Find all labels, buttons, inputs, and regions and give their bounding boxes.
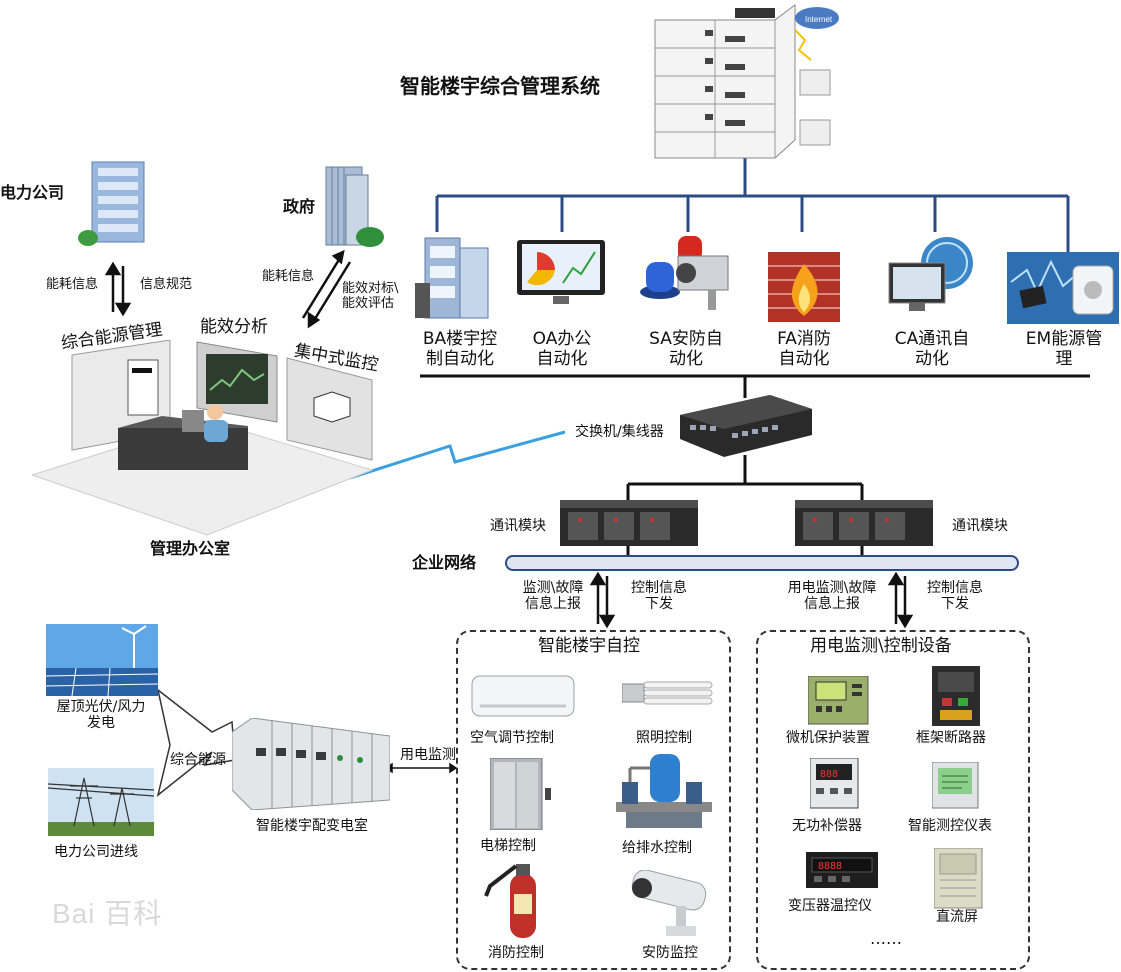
substation-label: 智能楼宇配变电室: [256, 818, 368, 834]
right-down-label: 控制信息下发: [927, 580, 983, 613]
switch-hub-icon: [680, 395, 812, 457]
svg-text:8888: 8888: [818, 861, 842, 872]
automation-item-lighting: 照明控制: [636, 730, 692, 746]
office-room-illustration: [32, 340, 374, 536]
energy-info-label-2: 能耗信息: [262, 269, 315, 284]
monitor-more-ellipsis: ……: [870, 929, 902, 948]
ca-comm-monitor-icon: [888, 237, 973, 311]
power-monitor-label: 用电监测: [400, 747, 456, 763]
subsystem-oa-label: OA办公自动化: [532, 329, 592, 369]
temp-controller-icon: 8888: [806, 852, 878, 888]
power-company-label: 电力公司: [0, 183, 65, 202]
right-up-label: 用电监测\故障信息上报: [787, 580, 877, 613]
dc-panel-icon: [934, 848, 983, 909]
svg-text:Internet: Internet: [805, 15, 833, 24]
air-conditioner-icon: [471, 675, 575, 717]
sa-camera-siren-icon: [640, 236, 729, 310]
fa-fire-wall-icon: [768, 252, 840, 322]
comm-module-left-icon: [560, 500, 698, 546]
automation-item-security: 安防监控: [642, 945, 698, 961]
info-norm-label: 信息规范: [140, 277, 193, 292]
switch-label: 交换机/集线器: [575, 424, 664, 440]
solar-wind-image: [46, 624, 158, 696]
office-label: 管理办公室: [150, 539, 231, 558]
grid-in-label: 电力公司进线: [54, 844, 138, 860]
monitor-item-temp: 变压器温控仪: [788, 898, 872, 914]
smart-meter-icon: [932, 762, 979, 809]
monitor-item-dc: 直流屏: [936, 909, 978, 925]
automation-item-elevator: 电梯控制: [480, 838, 536, 854]
substation-cabinet-icon: [232, 718, 390, 810]
integrated-energy-label: 综合能源: [170, 752, 226, 768]
monitor-item-protection: 微机保护装置: [786, 730, 870, 746]
system-title: 智能楼宇综合管理系统: [400, 74, 600, 98]
panel-efficiency-label: 能效分析: [200, 317, 268, 337]
comm-module-left-label: 通讯模块: [490, 518, 546, 534]
security-camera-icon: [631, 870, 707, 936]
automation-item-fire: 消防控制: [488, 945, 544, 961]
em-meter-icon: [1007, 252, 1119, 324]
subsystem-sa-label: SA安防自动化: [649, 329, 723, 369]
left-up-label: 监测\故障信息上报: [522, 580, 584, 613]
government-building-icon: [325, 166, 384, 247]
comm-module-right-icon: [795, 500, 933, 546]
baidu-watermark: Bai 百科: [52, 898, 163, 929]
efficiency-benchmark-label: 能效对标\能效评估: [342, 281, 399, 311]
automation-box: [456, 630, 731, 970]
government-label: 政府: [283, 197, 316, 216]
svg-text:888: 888: [820, 769, 838, 780]
ba-building-icon: [415, 237, 489, 319]
monitor-box: [756, 630, 1030, 970]
oa-monitor-icon: [517, 240, 605, 304]
monitor-item-breaker: 框架断路器: [916, 730, 986, 746]
subsystem-ba-label: BA楼宇控制自动化: [422, 329, 498, 369]
enterprise-network-label: 企业网络: [412, 553, 477, 572]
power-company-building-icon: [78, 161, 145, 246]
automation-box-title: 智能楼宇自控: [538, 636, 640, 656]
grid-tower-image: [48, 768, 154, 836]
subsystem-em-label: EM能源管理: [1025, 329, 1103, 369]
monitor-box-title: 用电监测\控制设备: [810, 636, 952, 656]
breaker-icon: [932, 666, 980, 726]
automation-item-air: 空气调节控制: [470, 730, 554, 746]
fire-extinguisher-icon: [484, 864, 536, 938]
compensator-icon: 888: [810, 758, 859, 809]
comm-module-right-label: 通讯模块: [952, 518, 1008, 534]
monitor-item-smart-meter: 智能测控仪表: [908, 818, 992, 834]
monitor-item-compensator: 无功补偿器: [792, 818, 862, 834]
building-system-icon: Internet: [654, 4, 839, 159]
subsystem-ca-label: CA通讯自动化: [894, 329, 970, 369]
protection-device-icon: [808, 676, 869, 725]
solar-label: 屋顶光伏/风力发电: [56, 699, 146, 732]
subsystem-fa-label: FA消防自动化: [777, 329, 831, 369]
bulb-icon: [622, 681, 713, 705]
energy-info-label-1: 能耗信息: [46, 277, 99, 292]
left-down-label: 控制信息下发: [631, 580, 687, 613]
automation-item-water: 给排水控制: [622, 840, 692, 856]
elevator-icon: [490, 758, 551, 830]
water-pump-icon: [616, 754, 712, 828]
